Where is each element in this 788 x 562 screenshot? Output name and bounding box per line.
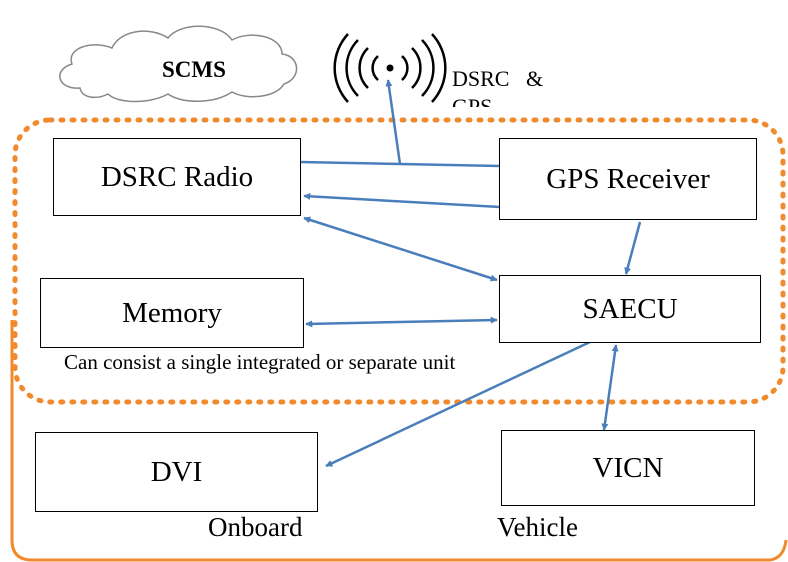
saecu-box: SAECU — [499, 275, 761, 343]
antenna-icon — [333, 33, 447, 103]
gps-receiver-box: GPS Receiver — [499, 138, 757, 220]
saecu-to-dvi-arrow — [325, 340, 591, 468]
gps-to-saecu-arrow — [624, 221, 642, 275]
onboard-label: Onboard — [208, 512, 303, 542]
antenna-uplink-arrow — [385, 79, 402, 165]
vicn-box: VICN — [501, 430, 755, 506]
dsrc-gps-label-line1: DSRC & — [452, 66, 544, 91]
saecu-vicn-arrow — [601, 344, 619, 431]
dsrc-radio-box: DSRC Radio — [53, 138, 301, 216]
integration-note: Can consist a single integrated or separ… — [64, 350, 456, 374]
dsrc-gps-label-clip: GPS — [448, 94, 518, 108]
dvi-box: DVI — [35, 432, 318, 512]
gps-to-dsrc-arrow — [303, 192, 501, 209]
integrated-unit-boundary — [12, 117, 786, 405]
cloud-shape — [59, 25, 298, 103]
dsrc-gps-label-line2: GPS — [452, 94, 493, 108]
vehicle-boundary — [10, 320, 788, 562]
memory-box: Memory — [40, 278, 304, 348]
vehicle-label: Vehicle — [497, 512, 578, 542]
scms-label: SCMS — [162, 57, 226, 82]
dsrc-saecu-arrow — [303, 216, 498, 282]
memory-saecu-arrow — [305, 316, 498, 328]
